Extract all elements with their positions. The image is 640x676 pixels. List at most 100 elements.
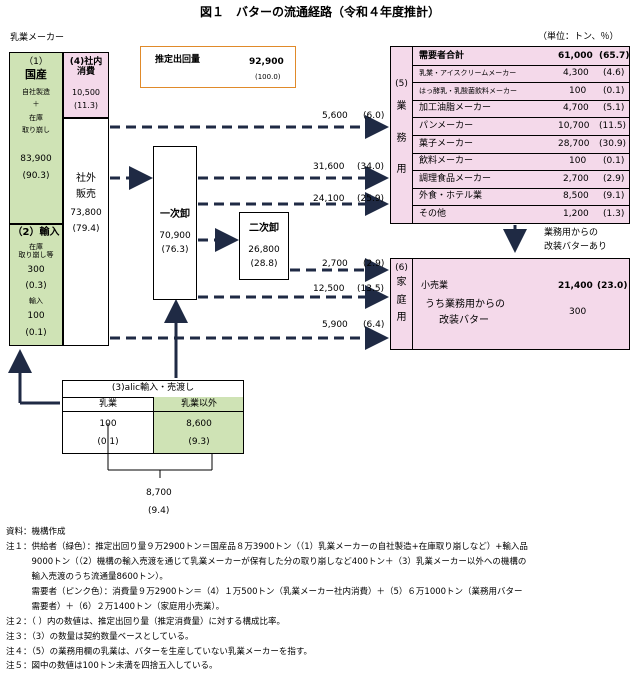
- household-value: 21,400: [558, 281, 593, 291]
- alic-total-value: 8,700: [146, 488, 172, 498]
- primary-wholesale-box: 一次卸 70,900 (76.3): [153, 146, 197, 300]
- internal-consumption-box: (4)社内 消費 10,500 (11.3): [63, 52, 109, 118]
- repack-note-line1: 業務用からの: [544, 228, 599, 238]
- alic-total-pct: (9.4): [148, 506, 170, 516]
- alic-green-cell: [154, 397, 243, 453]
- alic-col-divider: [153, 397, 154, 453]
- row-pct: (9.1): [603, 191, 625, 202]
- dairy-maker-label: 乳業メーカー: [10, 33, 65, 43]
- household-side-num: (6): [395, 263, 408, 273]
- alic-v1: 100: [99, 419, 117, 429]
- row-name: 飲料メーカー: [419, 156, 474, 167]
- note-line: 注５：図中の数値は100トン未満を四捨五入している。: [6, 661, 218, 671]
- internal-title1: (4)社内: [69, 57, 103, 67]
- row-pct: (30.9): [599, 138, 627, 149]
- import-sub2: 取り崩し等: [18, 250, 54, 259]
- note-line: 注４：（5）の業務用欄の乳業は、バターを生産していない乳業メーカーを指す。: [6, 647, 313, 657]
- row-name: 外食・ホテル業: [419, 191, 483, 202]
- domestic-pct: (90.3): [22, 170, 50, 181]
- note-line: 注２：（ ）内の数値は、推定出回り量（推定消費量）に対する構成比率。: [6, 617, 285, 627]
- row-pct: (11.5): [599, 121, 627, 132]
- internal-value: 10,500: [72, 87, 100, 97]
- household-sub-value: 300: [569, 307, 587, 317]
- alic-title: (3)alic輸入・売渡し: [111, 383, 195, 393]
- row-value: 28,700: [558, 138, 590, 149]
- internal-pct: (11.3): [73, 100, 99, 110]
- flow-pct: (6.4): [363, 320, 385, 330]
- import-p2: (0.1): [25, 327, 47, 338]
- estimate-value: 92,900: [249, 57, 284, 67]
- household-side-char: 家: [396, 277, 407, 289]
- figure-title: 図１ バターの流通経路（令和４年度推計）: [199, 5, 440, 19]
- flow-pct: (34.0): [357, 162, 385, 172]
- import-box: （2）輸入 在庫 取り崩し等 300 (0.3) 輸入 100 (0.1): [9, 224, 63, 346]
- household-pct: (23.0): [597, 281, 628, 291]
- business-side-char: 務: [396, 132, 407, 144]
- row-name: 乳業・アイスクリームメーカー: [419, 69, 517, 78]
- domestic-sub3: 取り崩し: [22, 126, 50, 135]
- note-line: 9000トン（（2）機構の輸入売渡を通じて乳業メーカーが保有した分の取り崩しなど…: [6, 557, 527, 567]
- alic-subheader-rule: [63, 411, 243, 412]
- flow-value: 12,500: [313, 284, 345, 294]
- row-pct: (2.9): [603, 173, 625, 184]
- wholesale2-title: 二次卸: [249, 223, 279, 234]
- row-value: 61,000: [558, 50, 593, 61]
- row-name: 調理食品メーカー: [419, 173, 492, 184]
- business-side-label: (5) 業 務 用: [391, 47, 413, 223]
- row-pct: (5.1): [603, 103, 625, 114]
- flow-value: 5,600: [322, 111, 348, 121]
- business-side-num: (5): [395, 79, 408, 89]
- note-line: 資料：機構作成: [6, 527, 66, 537]
- domestic-box: （1） 国産 自社製造 ＋ 在庫 取り崩し 83,900 (90.3): [9, 52, 63, 224]
- row-pct: (4.6): [603, 68, 625, 79]
- household-side-label: (6) 家 庭 用: [391, 259, 413, 349]
- business-side-char: 業: [396, 101, 407, 113]
- external-sales-box: 社外 販売 73,800 (79.4): [63, 118, 109, 346]
- estimate-pct: (100.0): [255, 73, 281, 81]
- estimate-box: 推定出回量 92,900 (100.0): [140, 46, 296, 88]
- row-pct: (1.3): [603, 209, 625, 220]
- note-line: 注１：供給者（緑色）：推定出回り量９万2900トン＝国産品８万3900トン（（1…: [6, 542, 528, 552]
- wholesale1-title: 一次卸: [160, 209, 190, 220]
- row-name: 加工油脂メーカー: [419, 103, 492, 114]
- wholesale1-pct: (76.3): [161, 244, 189, 255]
- row-value: 4,700: [563, 103, 589, 114]
- alic-v2: 8,600: [186, 419, 212, 429]
- import-v2: 100: [27, 311, 45, 322]
- domestic-num: （1）: [24, 57, 48, 67]
- flow-value: 31,600: [313, 162, 345, 172]
- flow-value: 2,700: [322, 259, 348, 269]
- repack-note-line2: 改装バターあり: [544, 242, 608, 252]
- row-value: 8,500: [563, 191, 589, 202]
- import-title: （2）輸入: [12, 227, 60, 238]
- import-sub3: 輸入: [29, 297, 43, 306]
- row-value: 10,700: [558, 121, 590, 132]
- alic-h1: 乳業: [98, 399, 117, 409]
- household-sub1: うち業務用からの: [425, 299, 505, 310]
- table-row: 外食・ホテル業 8,500 (9.1): [413, 188, 629, 207]
- internal-title2: 消費: [76, 67, 95, 78]
- table-row: 菓子メーカー 28,700 (30.9): [413, 135, 629, 154]
- row-name: 菓子メーカー: [419, 138, 474, 149]
- domestic-plus: ＋: [32, 100, 40, 109]
- flow-pct: (6.0): [363, 111, 385, 121]
- household-sub2: 改装バター: [439, 315, 489, 326]
- alic-p1: (0.1): [97, 437, 119, 447]
- import-sub1: 在庫: [29, 242, 43, 251]
- row-name: 需要者合計: [419, 50, 465, 61]
- wholesale2-pct: (28.8): [250, 258, 278, 269]
- domestic-value: 83,900: [20, 154, 52, 165]
- import-p1: (0.3): [25, 280, 47, 291]
- household-use-box: (6) 家 庭 用 小売業 21,400 (23.0) うち業務用からの 改装バ…: [390, 258, 630, 350]
- business-side-char: 用: [396, 164, 407, 176]
- import-v1: 300: [27, 264, 45, 275]
- note-line: 需要者（ピンク色）：消費量９万2900トン＝（4）１万500トン（乳業メーカー社…: [6, 587, 523, 597]
- domestic-sub2: 在庫: [29, 114, 43, 123]
- estimate-label: 推定出回量: [155, 55, 201, 65]
